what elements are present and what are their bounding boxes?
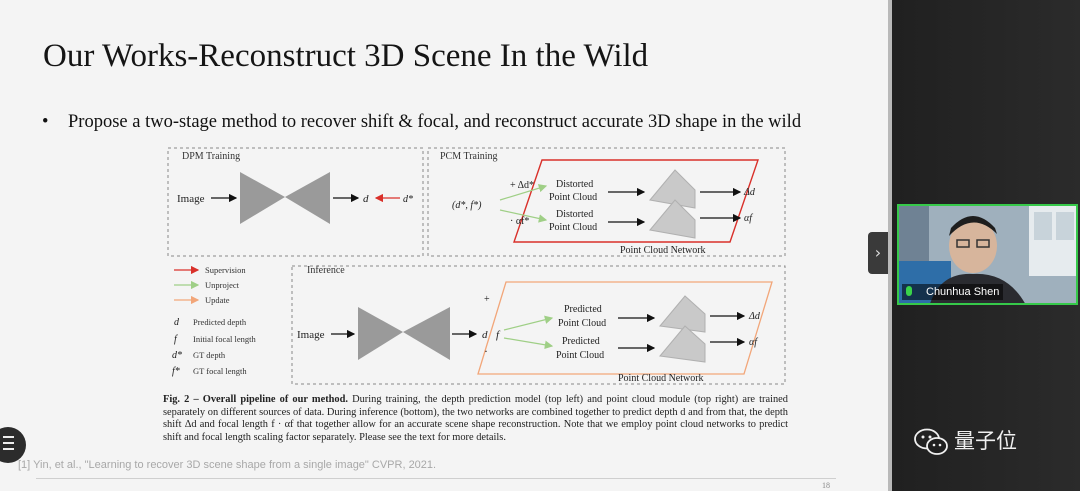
pcm-dot-alpha: · αf*: [510, 216, 529, 227]
menu-icon[interactable]: [0, 427, 26, 463]
pcm-input-pair: (d*, f*): [452, 200, 482, 211]
dpm-encoder: [240, 172, 285, 224]
presentation-slide: Our Works-Reconstruct 3D Scene In the Wi…: [0, 0, 888, 491]
watermark-text: 量子位: [954, 429, 1017, 453]
pcm-unproject-arrow-bottom: [499, 209, 548, 223]
legend-init-focal: Initial focal length: [193, 334, 257, 344]
legend-f-symbol: f: [174, 334, 178, 345]
window-pane-2: [1056, 212, 1074, 240]
wechat-icon: [914, 428, 948, 455]
window-pane-1: [1034, 212, 1052, 240]
figure-caption: Fig. 2 – Overall pipeline of our method.…: [163, 394, 788, 444]
legend: Supervision Unproject Update d Predicted…: [172, 265, 257, 377]
footer-divider: [36, 478, 836, 479]
pipeline-figure: DPM Training Image d d* PCM Training (d*…: [167, 147, 786, 385]
inference-network-bottom: [659, 325, 706, 363]
inference-unproject-top: [503, 315, 554, 331]
pcm-network-bottom: [649, 199, 696, 239]
inference-unproject-bottom: [503, 337, 554, 349]
pcm-distorted-bottom-1: Distorted: [556, 209, 593, 220]
legend-supervision: Supervision: [205, 265, 246, 275]
inference-title: Inference: [307, 265, 345, 276]
footnote-citation: [1] Yin, et al., "Learning to recover 3D…: [18, 459, 437, 471]
inference-network-top: [659, 295, 706, 333]
slide-edge: [888, 0, 892, 491]
inference-predicted-top-1: Predicted: [564, 304, 602, 315]
caption-bold: Fig. 2 – Overall pipeline of our method.: [163, 394, 348, 405]
pcm-distorted-bottom-2: Point Cloud: [549, 222, 597, 233]
glasses-right: [976, 239, 990, 248]
dpm-pred-depth: d: [363, 193, 369, 205]
pcm-distorted-top-2: Point Cloud: [549, 192, 597, 203]
inference-predicted-bottom-1: Predicted: [562, 336, 600, 347]
chevron-right-icon[interactable]: ›: [868, 232, 888, 274]
person-face: [949, 219, 997, 273]
legend-fstar-symbol: f*: [172, 366, 180, 377]
dpm-decoder: [285, 172, 330, 224]
legend-pred-depth: Predicted depth: [193, 317, 247, 327]
inference-decoder: [403, 307, 450, 360]
dpm-image-label: Image: [177, 193, 205, 205]
inference-network-label: Point Cloud Network: [618, 373, 704, 384]
pcm-distorted-top-1: Distorted: [556, 179, 593, 190]
caption-text: During training, the depth prediction mo…: [163, 394, 788, 443]
inference-predicted-top-2: Point Cloud: [558, 318, 606, 329]
dpm-training-box: [167, 147, 424, 257]
pcm-alpha-output: αf: [744, 213, 753, 224]
legend-unproject: Unproject: [205, 280, 240, 290]
inference-dot: ·: [484, 344, 488, 358]
inference-image-label: Image: [297, 329, 325, 341]
participant-name-tag: Chunhua Shen: [902, 284, 1004, 300]
inference-encoder: [358, 307, 403, 360]
pcm-plus-delta: + Δd*: [510, 180, 534, 191]
legend-update: Update: [205, 295, 230, 305]
microphone-icon: [906, 286, 912, 296]
glasses-left: [956, 239, 970, 248]
dpm-gt-depth: d*: [403, 194, 413, 205]
bullet-marker: •: [42, 112, 49, 132]
legend-d-symbol: d: [174, 317, 180, 328]
dpm-training-title: DPM Training: [182, 151, 240, 162]
pcm-unproject-arrow-top: [499, 184, 548, 201]
inference-delta-output: Δd: [748, 311, 761, 322]
pcm-training-title: PCM Training: [440, 151, 498, 162]
legend-dstar-symbol: d*: [172, 350, 182, 361]
legend-gt-depth: GT depth: [193, 350, 226, 360]
participant-video-tile[interactable]: Chunhua Shen: [897, 204, 1078, 305]
slide-title: Our Works-Reconstruct 3D Scene In the Wi…: [43, 38, 649, 74]
inference-parallelogram: [477, 281, 773, 375]
inference-box: [291, 265, 786, 385]
legend-gt-focal: GT focal length: [193, 366, 247, 376]
inference-alpha-output: αf: [749, 337, 758, 348]
pcm-delta-output: Δd: [743, 187, 756, 198]
bullet-text: Propose a two-stage method to recover sh…: [68, 112, 802, 132]
menu-lines: [3, 436, 14, 438]
inference-predicted-bottom-2: Point Cloud: [556, 350, 604, 361]
inference-pred-depth: d: [482, 329, 488, 341]
pcm-network-label: Point Cloud Network: [620, 245, 706, 256]
inference-focal: f: [496, 329, 501, 341]
watermark: 量子位: [914, 425, 1017, 456]
person-hair: [949, 216, 997, 236]
pcm-training-box: [427, 147, 786, 257]
page-number: 18: [822, 481, 830, 490]
participant-name: Chunhua Shen: [926, 286, 1000, 298]
inference-plus: +: [484, 294, 490, 305]
